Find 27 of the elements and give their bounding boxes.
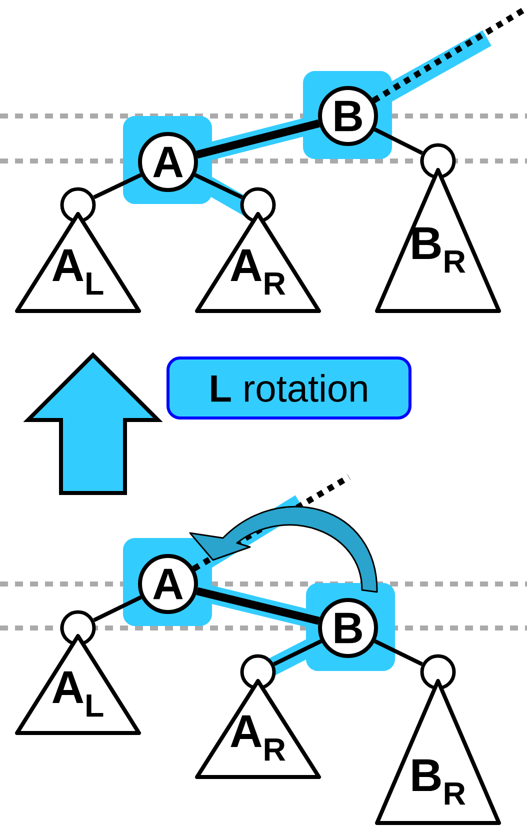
leaf-node [60,610,96,646]
tree-edge [93,595,142,622]
tree-node: B [318,598,378,658]
subtree-triangle: B$_{R}$ [375,168,501,313]
rotation-arrow [189,506,378,593]
leaf-node [240,654,276,690]
leaf-node [420,143,456,179]
tree-node: A [138,554,198,614]
tree-edge [93,173,142,200]
leaf-node [240,187,276,223]
tree-edge [196,120,320,158]
tree-node: A [138,132,198,192]
tree-edge [194,173,243,200]
subtree-triangle: A$_{L}$ [15,212,141,313]
subtree-triangle: A$_{L}$ [15,634,141,735]
tree-edge [374,128,424,155]
leaf-node [420,654,456,690]
subtree-triangle: A$_{R}$ [195,679,321,779]
tree-node: B [318,86,378,146]
leaf-node [60,187,96,223]
tree-edge [273,639,322,666]
tree-edge [372,5,527,104]
subtree-triangle: A$_{R}$ [195,212,321,313]
subtree-triangle: B$_{R}$ [375,679,501,825]
tree-edge [196,587,320,625]
tree-edge [374,639,423,666]
operation-label: L rotation [166,356,412,420]
